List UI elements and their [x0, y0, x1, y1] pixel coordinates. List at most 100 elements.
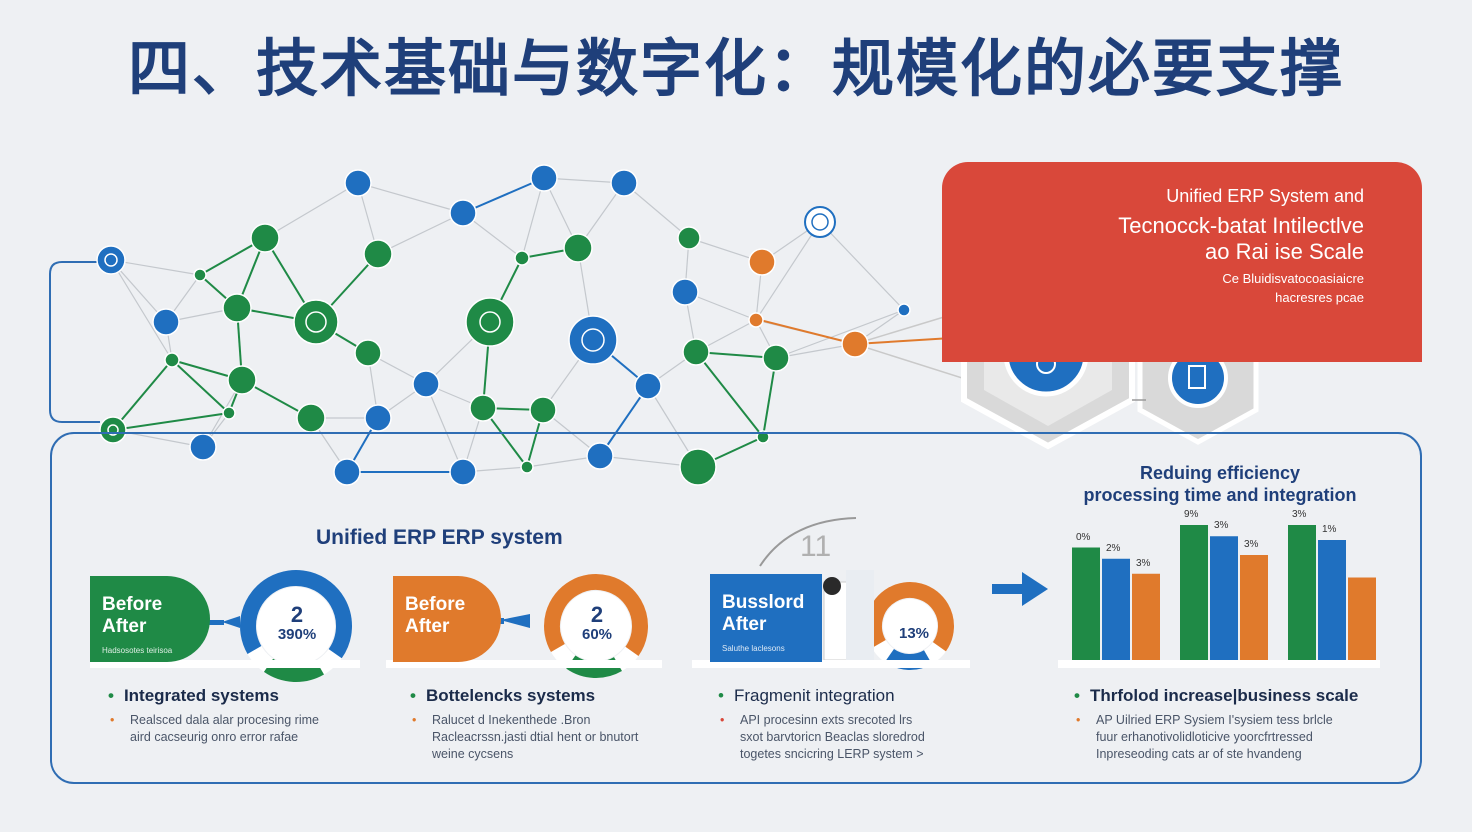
card1-after-label: After — [102, 616, 147, 637]
card2-after-label: After — [405, 616, 450, 637]
bar — [1180, 525, 1208, 660]
card1-bullet-desc1: Realsced dala alar procesing rime — [130, 713, 319, 727]
network-node — [222, 406, 236, 420]
network-node — [293, 299, 339, 345]
card3-ring-number: 11 — [800, 530, 831, 563]
efficiency-bar-chart — [1072, 525, 1376, 660]
bar-value-label: 9% — [1184, 509, 1199, 520]
bar-value-label: 3% — [1244, 539, 1259, 550]
network-node — [152, 308, 180, 336]
card2-ring-percent: 60% — [581, 626, 613, 643]
network-node — [465, 297, 515, 347]
card1-ring-label: 2 390% — [262, 602, 332, 644]
bar-value-label: 3% — [1214, 520, 1229, 532]
card1-bullet-desc2: aird cacseurig onro error rafae — [130, 730, 299, 744]
summary-bullets: •Thrfolod increase|business scale •AP Ui… — [1074, 686, 1359, 761]
bar-value-label: 1% — [1322, 524, 1337, 535]
people-icon — [305, 311, 327, 333]
network-node — [363, 239, 393, 269]
network-node — [530, 164, 558, 192]
card3-bullet-title: Fragmenit integration — [733, 686, 895, 705]
bar — [1072, 547, 1100, 660]
network-node — [520, 460, 534, 474]
summary-bullet-desc1: AP Uilried ERP Sysiem I'sysiem tess brlc… — [1096, 713, 1333, 727]
card1-ring-number: 2 — [290, 602, 304, 627]
card3-ring-label: 13% — [884, 625, 944, 642]
card1-ring-percent: 390% — [277, 626, 317, 643]
card1-bullets: •Integrated systems •Realsced dala alar … — [108, 686, 319, 744]
red-panel-line4: Ce Bluidisvatocoasiaicre — [1222, 271, 1364, 286]
bar-value-label: 0% — [1076, 531, 1091, 543]
red-summary-panel — [942, 162, 1422, 362]
network-node — [296, 403, 326, 433]
bar — [1102, 558, 1130, 660]
network-node — [610, 169, 638, 197]
card1-bullet-title: Integrated systems — [123, 686, 279, 705]
network-node — [164, 352, 180, 368]
card3-before-label: Busslord — [722, 592, 805, 613]
card2-ring-number: 2 — [590, 602, 604, 627]
efficiency-heading: Reduing efficiency processing time and i… — [1040, 462, 1400, 506]
bar — [1318, 540, 1346, 660]
document-icon — [1188, 365, 1206, 389]
card2-bullet-desc2: Racleacrssn.jasti dtiaI hent or bnutort — [432, 730, 639, 744]
network-node — [449, 458, 477, 486]
bar-value-label: 3% — [1136, 557, 1151, 569]
network-node — [841, 330, 869, 358]
network-node — [897, 303, 911, 317]
network-node — [762, 344, 790, 372]
network-node — [748, 312, 764, 328]
card3-bullets: •Fragmenit integration •API procesinn ex… — [718, 686, 925, 761]
network-node — [529, 396, 557, 424]
red-panel-text: Unified ERP System and Tecnocck-batat In… — [944, 186, 1364, 305]
network-node — [748, 248, 776, 276]
card3-small-caption: Saluthe laclesons — [722, 644, 785, 653]
card2-bullet-desc1: Ralucet d Inekenthede .Bron — [432, 713, 591, 727]
efficiency-heading-line2: processing time and integration — [1083, 485, 1357, 505]
red-panel-line1: Unified ERP System and — [1166, 186, 1364, 206]
content-frame — [50, 432, 1422, 784]
network-node — [514, 250, 530, 266]
chat-icon — [107, 424, 119, 436]
summary-bullet-title: Thrfolod increase|business scale — [1089, 686, 1359, 705]
network-node — [671, 278, 699, 306]
network-node — [756, 430, 770, 444]
network-node — [227, 365, 257, 395]
network-node — [469, 394, 497, 422]
card2-bullet-title: Bottelencks systems — [425, 686, 596, 705]
network-nodes — [96, 164, 911, 486]
summary-bullet-desc3: Inpreseoding cats ar of ste hvandeng — [1096, 747, 1302, 761]
network-node — [99, 416, 127, 444]
network-node — [189, 433, 217, 461]
network-node — [344, 169, 372, 197]
card3-ring-percent: 13% — [898, 625, 930, 642]
left-bracket — [49, 261, 108, 423]
network-node — [412, 370, 440, 398]
network-node — [354, 339, 382, 367]
red-panel-line3: ao Rai ise Scale — [1205, 239, 1364, 264]
card1-before-label: Before — [102, 594, 163, 615]
network-node — [804, 206, 836, 238]
network-node — [250, 223, 280, 253]
network-node — [568, 315, 618, 365]
card1-small-caption: Hadsosotes teirisoa — [102, 646, 173, 655]
card1-before-after-box: Before After Hadsosotes teirisoa — [90, 576, 210, 662]
network-node — [449, 199, 477, 227]
hub-icons — [104, 213, 829, 436]
efficiency-heading-line1: Reduing efficiency — [1139, 463, 1301, 483]
network-node — [193, 268, 207, 282]
card3-after-label: After — [722, 614, 767, 635]
bar — [1132, 573, 1160, 660]
network-node — [563, 233, 593, 263]
network-node — [682, 338, 710, 366]
bar — [1348, 577, 1376, 660]
card3-bullet-desc3: togetes sncicring LERP system > — [740, 747, 924, 761]
bar-value-label: 2% — [1106, 542, 1121, 554]
network-node — [96, 245, 126, 275]
page-title: 四、技术基础与数字化：规模化的必要支撑 — [127, 32, 1344, 105]
network-node — [586, 442, 614, 470]
red-panel-line5: hacresres pcae — [1275, 290, 1364, 305]
erp-heading: Unified ERP ERP system — [316, 526, 563, 549]
network-node — [222, 293, 252, 323]
user-icon — [104, 253, 118, 267]
